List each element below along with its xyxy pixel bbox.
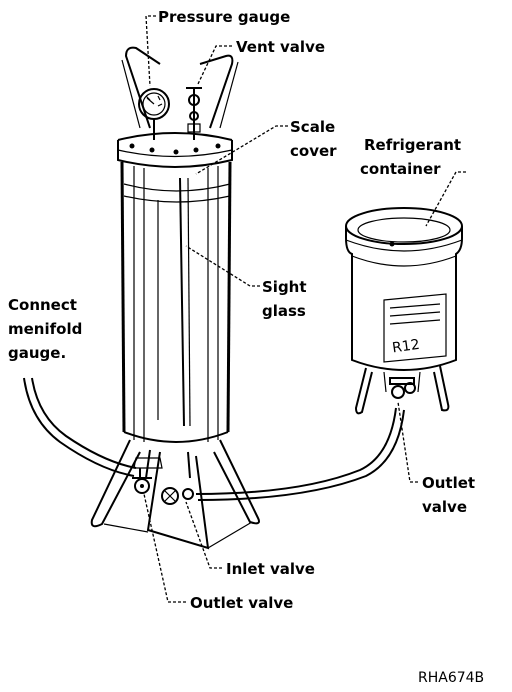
charging-cylinder [117,46,239,443]
label-scale-cover-2: cover [290,142,337,160]
hoses [23,377,405,501]
label-pressure-gauge: Pressure gauge [158,8,290,26]
label-connect-3: gauge. [8,344,66,362]
refrigerant-container: R12 [345,207,463,415]
bottom-valves [132,449,194,505]
label-vent-valve: Vent valve [236,38,325,56]
label-refrigerant-1: Refrigerant [364,136,461,154]
label-sight-glass-1: Sight [262,278,307,296]
figure-code: RHA674B [418,670,484,686]
pressure-gauge [138,88,170,140]
label-sight-glass-2: glass [262,302,306,320]
label-connect-2: menifold [8,320,82,338]
container-outlet-valve [389,377,416,399]
label-connect-1: Connect [8,296,77,314]
cylinder-stand [90,439,260,550]
label-outlet-valve-right-1: Outlet [422,474,475,492]
label-refrigerant-2: container [360,160,441,178]
container-marking: R12 [391,337,421,357]
label-inlet-valve: Inlet valve [226,560,315,578]
label-outlet-valve-bottom: Outlet valve [190,594,293,612]
callout-labels: Pressure gauge Vent valve Scale cover Re… [8,8,484,686]
label-scale-cover-1: Scale [290,118,335,136]
vent-valve [186,87,202,140]
label-outlet-valve-right-2: valve [422,498,467,516]
leader-lines [143,15,466,603]
